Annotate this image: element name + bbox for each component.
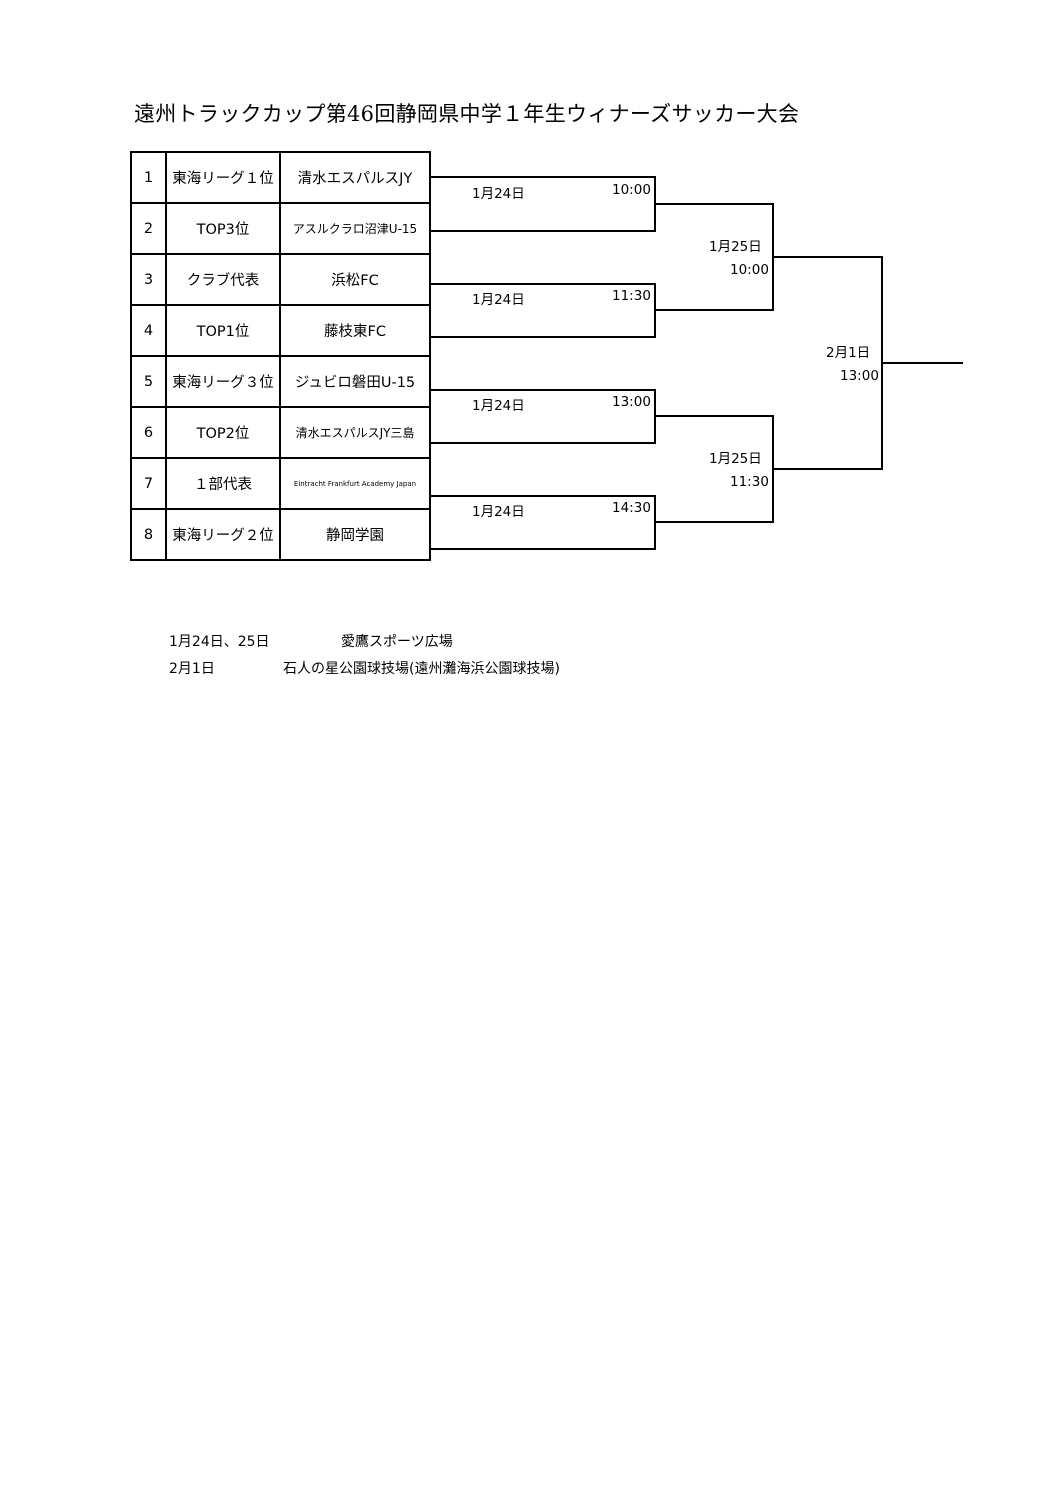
team-name: 清水エスパルスJY xyxy=(279,151,431,204)
table-row: 2 TOP3位 アスルクラロ沼津U-15 xyxy=(130,202,431,255)
match-time: 10:00 xyxy=(730,262,769,278)
match-date: 1月25日 xyxy=(709,451,762,467)
match-date: 1月24日 xyxy=(472,186,525,202)
match-date: 1月25日 xyxy=(709,239,762,255)
match-time: 11:30 xyxy=(730,474,769,490)
page-title: 遠州トラックカップ第46回静岡県中学１年生ウィナーズサッカー大会 xyxy=(134,102,800,126)
bracket-line-sf2 xyxy=(655,415,774,523)
qualification: １部代表 xyxy=(165,457,281,510)
team-name: 藤枝東FC xyxy=(279,304,431,357)
table-row: 1 東海リーグ１位 清水エスパルスJY xyxy=(130,151,431,204)
match-time: 11:30 xyxy=(612,288,651,304)
seed-number: 2 xyxy=(130,202,167,255)
venue-dates: 2月1日 xyxy=(169,661,215,677)
final-time: 13:00 xyxy=(840,368,879,384)
seed-number: 7 xyxy=(130,457,167,510)
match-time: 10:00 xyxy=(612,182,651,198)
seed-number: 4 xyxy=(130,304,167,357)
seed-number: 8 xyxy=(130,508,167,561)
table-row: 8 東海リーグ２位 静岡学園 xyxy=(130,508,431,561)
qualification: TOP1位 xyxy=(165,304,281,357)
venue-name: 愛鷹スポーツ広場 xyxy=(341,634,453,650)
table-row: 6 TOP2位 清水エスパルスJY三島 xyxy=(130,406,431,459)
bracket-line-final xyxy=(773,256,883,470)
final-date: 2月1日 xyxy=(826,345,871,361)
match-date: 1月24日 xyxy=(472,504,525,520)
team-name: Eintracht Frankfurt Academy Japan xyxy=(279,457,431,510)
venue-dates: 1月24日、25日 xyxy=(169,634,270,650)
qualification: 東海リーグ１位 xyxy=(165,151,281,204)
seed-number: 5 xyxy=(130,355,167,408)
venue-name: 石人の星公園球技場(遠州灘海浜公園球技場) xyxy=(283,661,560,677)
team-name: ジュビロ磐田U-15 xyxy=(279,355,431,408)
table-row: 4 TOP1位 藤枝東FC xyxy=(130,304,431,357)
team-name: 清水エスパルスJY三島 xyxy=(279,406,431,459)
match-date: 1月24日 xyxy=(472,398,525,414)
match-time: 13:00 xyxy=(612,394,651,410)
seed-number: 1 xyxy=(130,151,167,204)
table-row: 7 １部代表 Eintracht Frankfurt Academy Japan xyxy=(130,457,431,510)
teams-table: 1 東海リーグ１位 清水エスパルスJY 2 TOP3位 アスルクラロ沼津U-15… xyxy=(130,151,431,561)
bracket-line-sf1 xyxy=(655,203,774,311)
qualification: 東海リーグ３位 xyxy=(165,355,281,408)
qualification: TOP3位 xyxy=(165,202,281,255)
qualification: クラブ代表 xyxy=(165,253,281,306)
seed-number: 3 xyxy=(130,253,167,306)
team-name: 静岡学園 xyxy=(279,508,431,561)
match-date: 1月24日 xyxy=(472,292,525,308)
team-name: 浜松FC xyxy=(279,253,431,306)
qualification: 東海リーグ２位 xyxy=(165,508,281,561)
table-row: 5 東海リーグ３位 ジュビロ磐田U-15 xyxy=(130,355,431,408)
seed-number: 6 xyxy=(130,406,167,459)
match-time: 14:30 xyxy=(612,500,651,516)
qualification: TOP2位 xyxy=(165,406,281,459)
team-name: アスルクラロ沼津U-15 xyxy=(279,202,431,255)
table-row: 3 クラブ代表 浜松FC xyxy=(130,253,431,306)
tournament-bracket xyxy=(430,176,963,550)
